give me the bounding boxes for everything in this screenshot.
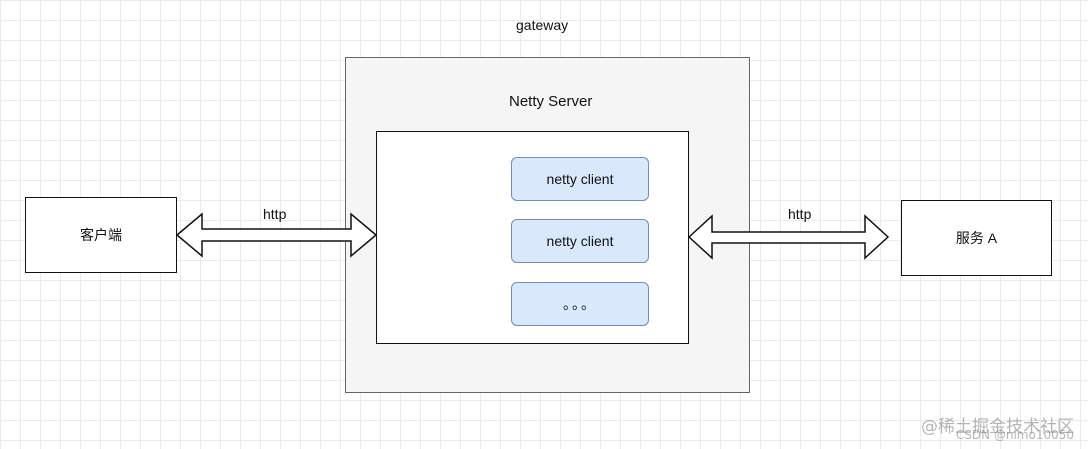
netty-client-label: netty client bbox=[546, 233, 614, 249]
service-a-node: 服务 A bbox=[901, 200, 1052, 276]
right-http-label: http bbox=[788, 206, 812, 222]
right-double-arrow bbox=[687, 214, 890, 260]
netty-client-ellipsis-node: 。。。 bbox=[511, 282, 649, 326]
netty-client-node-2: netty client bbox=[511, 219, 649, 263]
service-a-label: 服务 A bbox=[955, 230, 998, 246]
ellipsis-label: 。。。 bbox=[563, 296, 597, 312]
netty-server-label: Netty Server bbox=[509, 93, 593, 110]
watermark-csdn: CSDN @nimo10050 bbox=[955, 428, 1074, 442]
netty-client-node-1: netty client bbox=[511, 157, 649, 201]
client-node-label: 客户端 bbox=[80, 227, 122, 243]
left-http-label: http bbox=[263, 206, 287, 222]
gateway-label: gateway bbox=[516, 17, 569, 33]
watermark-juejin: @稀土掘金技术社区 bbox=[921, 417, 1074, 437]
left-double-arrow bbox=[175, 212, 378, 258]
netty-client-label: netty client bbox=[546, 171, 614, 187]
